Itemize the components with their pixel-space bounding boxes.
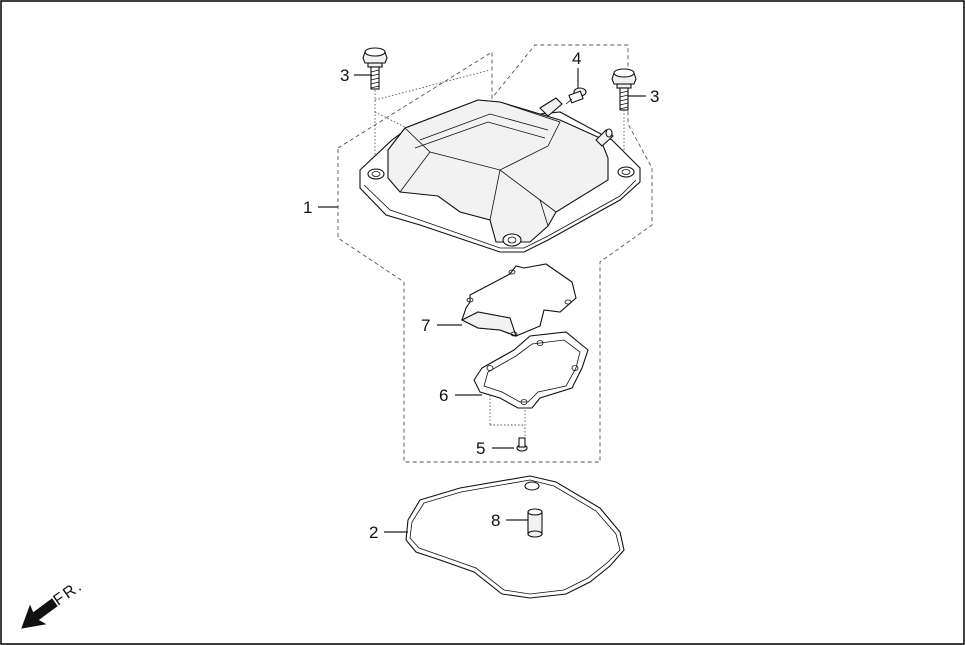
part-8-dowel-pin [527, 508, 543, 538]
callout-5: 5 [476, 439, 485, 458]
callout-7: 7 [421, 316, 430, 335]
callout-2: 2 [369, 523, 378, 542]
callout-3-left: 3 [340, 66, 349, 85]
part-5-screw [516, 437, 528, 452]
callout-4: 4 [572, 49, 581, 68]
callout-6: 6 [439, 386, 448, 405]
part-4-screw [565, 87, 587, 105]
callout-3-right: 3 [650, 87, 659, 106]
front-arrow-icon [21, 598, 58, 629]
part-6-breather-gasket [473, 331, 589, 409]
callout-1: 1 [303, 198, 312, 217]
part-2-cover-gasket [405, 475, 625, 599]
part-3-bolt-right [611, 68, 637, 111]
part-7-breather-plate [460, 263, 577, 337]
part-1-valve-cover [359, 97, 641, 253]
callout-8: 8 [491, 511, 500, 530]
assembly-outline [337, 44, 653, 463]
part-3-bolt-left [362, 47, 388, 90]
